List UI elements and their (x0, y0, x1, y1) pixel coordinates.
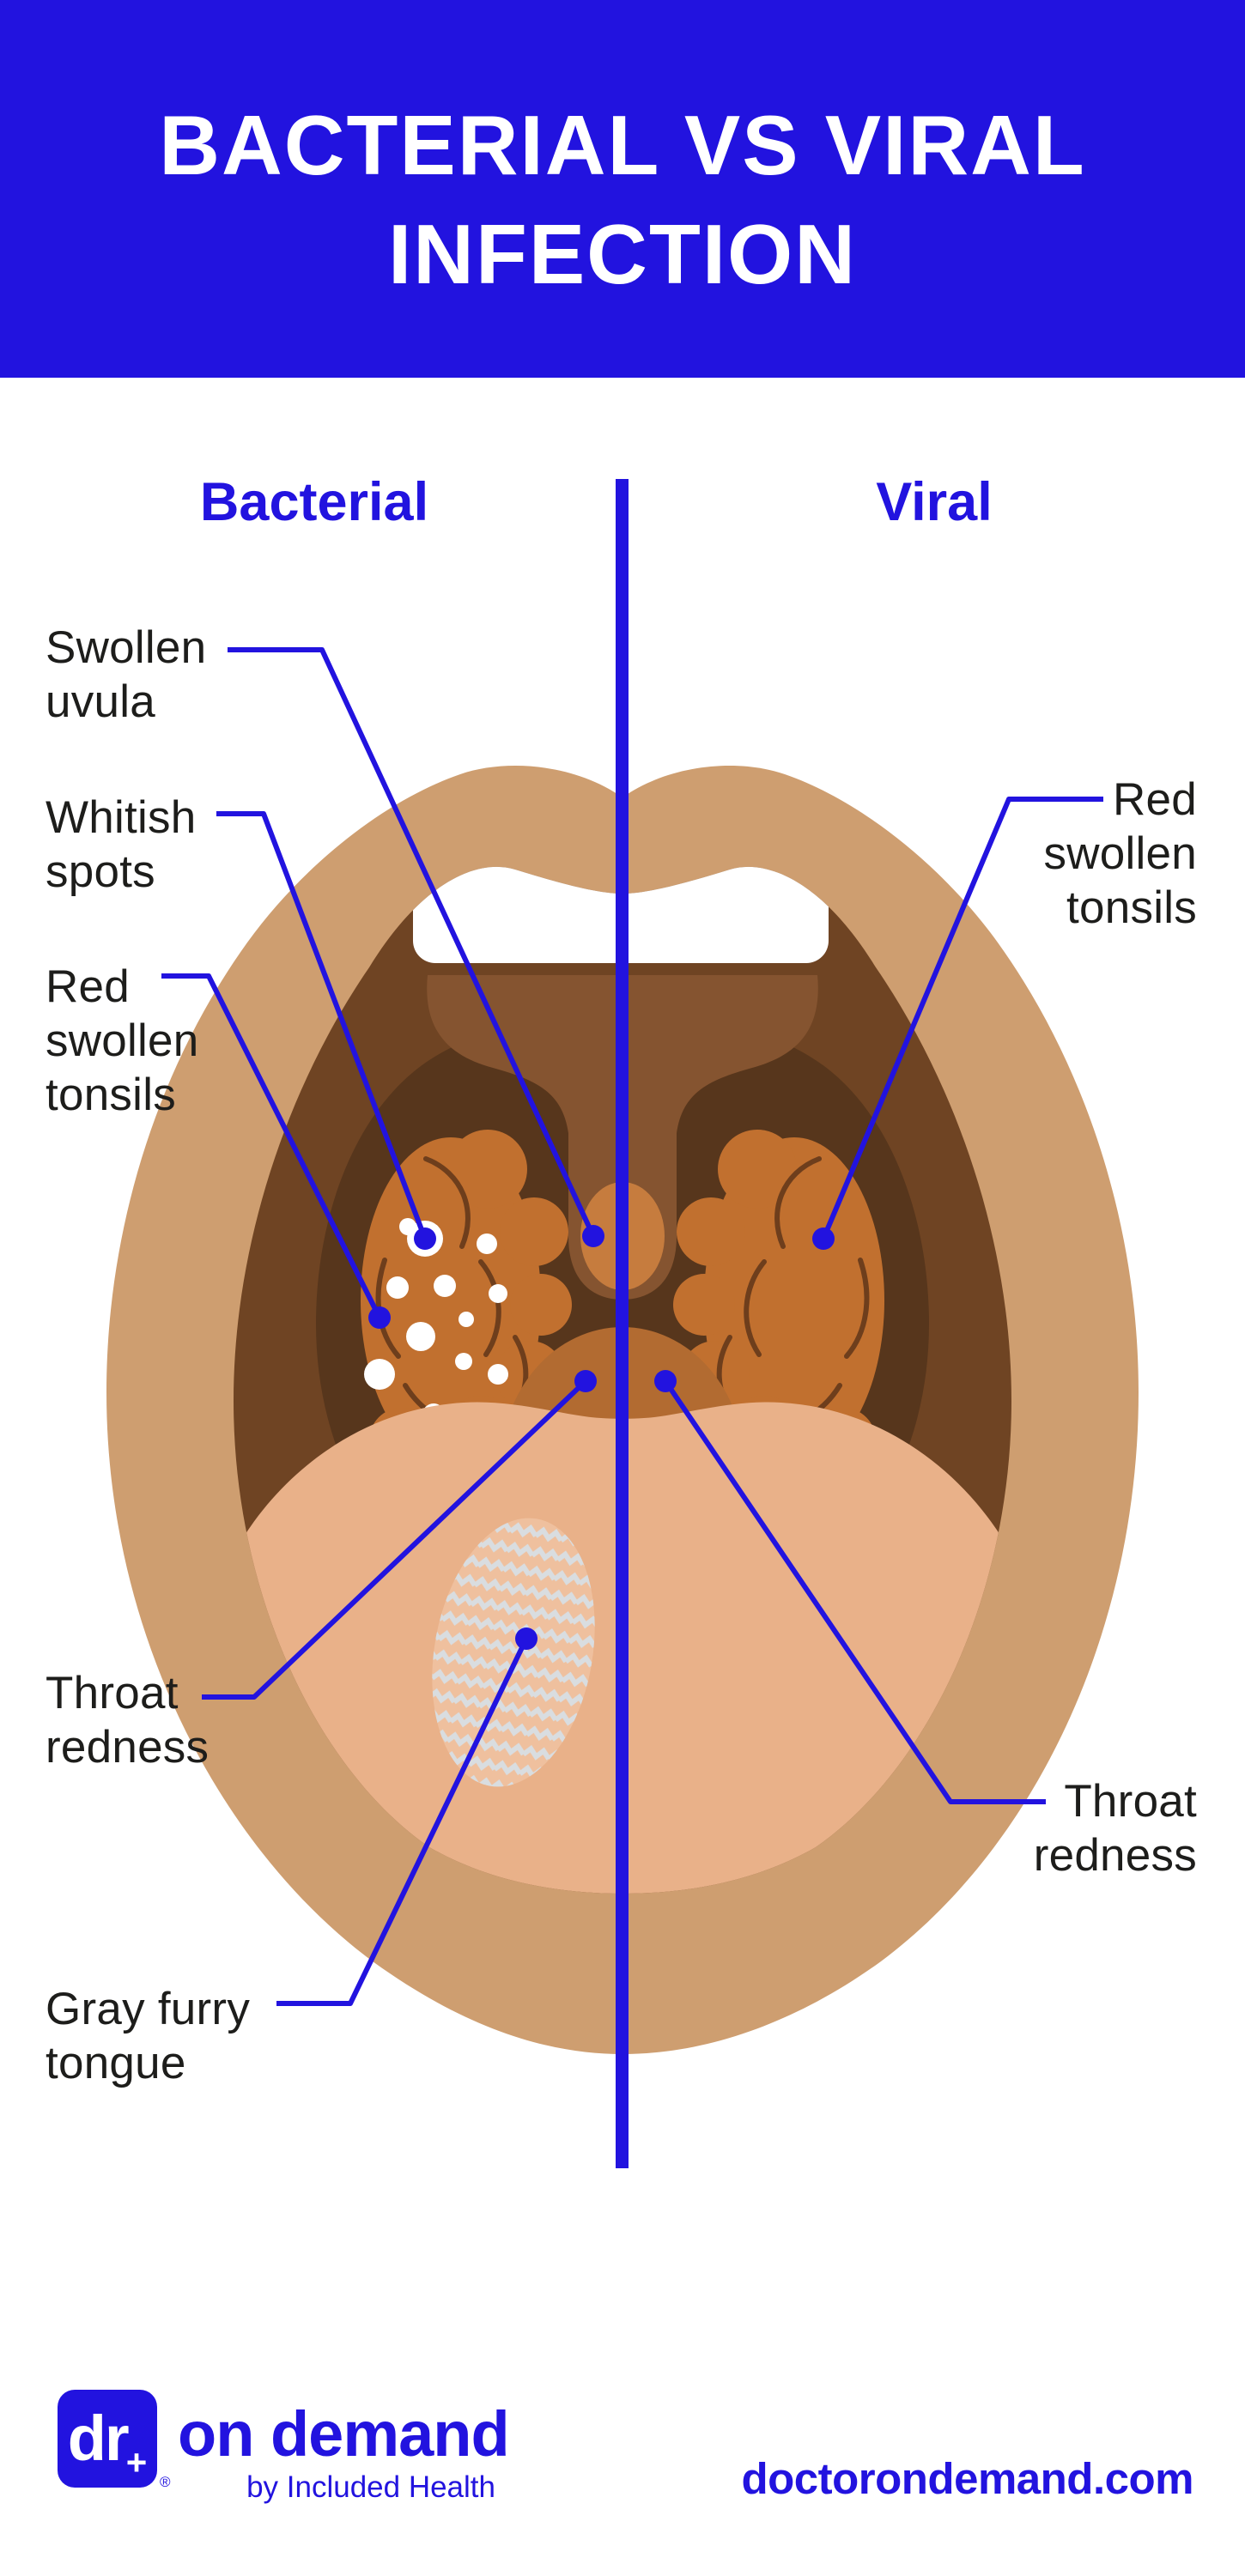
annotation-red-swollen-tonsils-left: Red swollen tonsils (46, 961, 199, 1120)
dr-plus-logo: dr + (58, 2390, 157, 2488)
marker-dot-red-swollen-tonsils-left (368, 1306, 391, 1329)
marker-dot-throat-redness-left (574, 1370, 597, 1392)
page-title: BACTERIAL VS VIRAL INFECTION (159, 98, 1086, 301)
divider-line (616, 479, 629, 2168)
annotation-gray-furry-tongue: Gray furry tongue (46, 1984, 251, 2088)
annotation-red-swollen-tonsils-right: Red swollen tonsils (1043, 774, 1197, 933)
annotation-throat-redness-left: Throat redness (46, 1668, 210, 1773)
leader-line-gray-furry-tongue (276, 1637, 529, 2006)
marker-dot-whitish-spots (414, 1227, 436, 1250)
annotation-throat-redness-right: Throat redness (1033, 1776, 1197, 1881)
annotation-whitish-spots: Whitish spots (46, 792, 197, 897)
leader-line-swollen-uvula (228, 647, 596, 1238)
leader-line-red-swollen-tonsils-left (161, 973, 382, 1319)
annotation-swollen-uvula: Swollen uvula (46, 622, 207, 727)
marker-dot-throat-redness-right (654, 1370, 677, 1392)
marker-dot-gray-furry-tongue (515, 1627, 537, 1650)
brand-byline: by Included Health (246, 2470, 495, 2504)
registered-mark: ® (160, 2474, 171, 2490)
brand-name: on demand (178, 2398, 510, 2470)
leader-line-throat-redness-left (202, 1379, 588, 1700)
marker-dot-red-swollen-tonsils-right (812, 1227, 835, 1250)
furry-patch (432, 1518, 595, 1787)
logo-plus-icon: + (125, 2442, 148, 2482)
leader-line-red-swollen-tonsils-right (821, 797, 1103, 1240)
logo-dr-text: dr (67, 2403, 130, 2474)
leader-line-throat-redness-right (663, 1379, 1046, 1804)
marker-dot-swollen-uvula (582, 1225, 604, 1247)
column-label-viral: Viral (876, 472, 993, 532)
leader-line-whitish-spots (216, 811, 428, 1240)
website-text: doctorondemand.com (741, 2454, 1193, 2503)
header-band: BACTERIAL VS VIRAL INFECTION (0, 0, 1245, 378)
column-label-bacterial: Bacterial (199, 472, 429, 532)
